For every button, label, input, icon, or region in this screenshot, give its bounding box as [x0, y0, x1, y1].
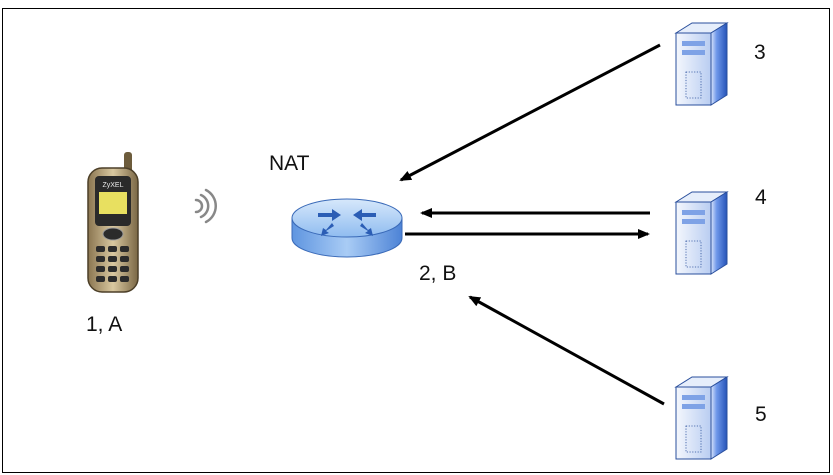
phone-label: 1, A: [86, 313, 123, 336]
server-mid-label: 4: [755, 186, 767, 209]
wireless-signal-icon: [194, 188, 217, 224]
diagram-frame: [2, 8, 830, 473]
server-bottom-label: 5: [755, 403, 767, 426]
server-tower-icon: [674, 376, 729, 460]
server-top-label: 3: [754, 41, 766, 64]
mobile-phone-icon: ZyXEL: [87, 152, 139, 293]
phone-brand: ZyXEL: [102, 182, 123, 189]
arrow-server3-to-nat: [399, 43, 661, 182]
router-label: 2, B: [419, 262, 457, 285]
nat-title: NAT: [269, 152, 310, 175]
router-icon: [291, 198, 403, 258]
server-tower-icon: [674, 22, 729, 106]
arrow-server5-to-b: [468, 295, 665, 406]
server-tower-icon: [674, 191, 729, 275]
